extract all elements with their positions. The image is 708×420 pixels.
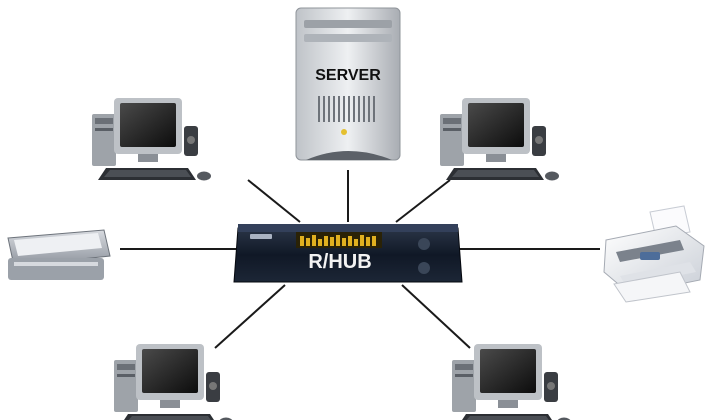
server-label: SERVER [315, 67, 381, 84]
hub-label: R/HUB [308, 251, 371, 273]
desktop-computer-icon [452, 344, 571, 420]
scanner-icon [7, 229, 111, 280]
desktop-computer-icon [440, 98, 559, 181]
network-links [120, 170, 600, 349]
server-tower-icon [295, 7, 401, 161]
printer-icon [603, 205, 705, 303]
desktop-computer-icon [92, 98, 211, 181]
link-hub-pc-top-left [247, 179, 301, 223]
scanner-node [7, 229, 111, 280]
pc-top-right-node [440, 98, 559, 181]
pc-top-left-node [92, 98, 211, 181]
server-node: SERVER [295, 7, 401, 161]
link-hub-pc-top-right [395, 179, 451, 223]
printer-node [603, 205, 705, 303]
hub-node: R/HUB [233, 224, 463, 283]
pc-bottom-right-node [452, 344, 571, 420]
hub-router-icon [233, 224, 463, 283]
desktop-computer-icon [114, 344, 233, 420]
link-hub-pc-bottom-right [401, 284, 471, 349]
pc-bottom-left-node [114, 344, 233, 420]
link-hub-pc-bottom-left [214, 284, 286, 349]
